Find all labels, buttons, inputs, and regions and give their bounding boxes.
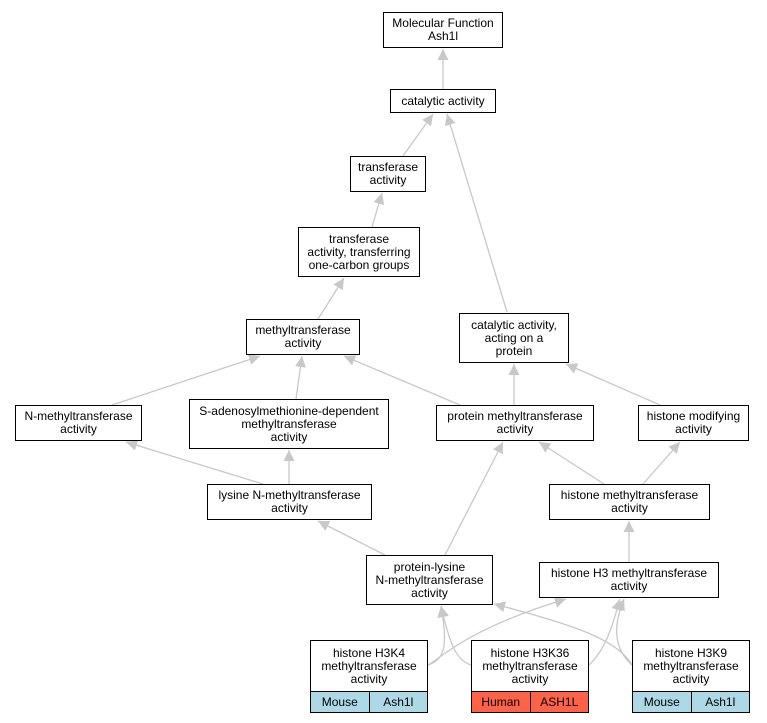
h3k9-to-protein-lysine-arrowhead (494, 601, 507, 613)
term-h3k9-mouse[interactable]: histone H3K9 methyltransferase activity … (632, 640, 750, 713)
histone-methyl-to-protein-methyl-edge (538, 441, 605, 485)
term-label: histone H3K4 methyltransferase activity (321, 645, 417, 686)
gene-tag: Ash1l (368, 692, 427, 712)
gene-tag: Ash1l (690, 692, 749, 712)
node-catalytic-activity[interactable]: catalytic activity (390, 89, 496, 113)
histone-mod-to-cat-protein-edge (565, 363, 661, 406)
node-histone-h3-methyltransferase[interactable]: histone H3 methyltransferase activity (539, 562, 719, 598)
node-protein-lysine-n-methyltransferase[interactable]: protein-lysine N-methyltransferase activ… (366, 555, 493, 605)
term-label: histone H3K36 methyltransferase activity (482, 645, 578, 686)
transferase-to-catalytic-arrowhead (422, 114, 433, 127)
protein-lysine-to-lysine-arrowhead (318, 521, 331, 531)
histone-methyl-to-histone-mod-arrowhead (668, 442, 680, 454)
gene-tag: ASH1L (529, 692, 588, 712)
node-molecular-function-root[interactable]: Molecular Function Ash1l (383, 12, 503, 48)
lysine-to-sam-arrowhead (283, 450, 295, 461)
protein-lysine-to-protein-methyl-arrowhead (493, 442, 503, 455)
node-methyltransferase-activity[interactable]: methyltransferase activity (246, 319, 360, 355)
node-transferase-one-carbon[interactable]: transferase activity, transferring one-c… (298, 227, 420, 277)
term-label: histone H3K9 methyltransferase activity (643, 645, 739, 686)
nmethyl-to-methyltransferase-arrowhead (247, 354, 260, 365)
h3k9-to-protein-lysine-edge (493, 603, 633, 666)
node-transferase-activity[interactable]: transferase activity (350, 156, 426, 192)
catalytic-to-root-arrowhead (437, 49, 449, 60)
node-lysine-n-methyltransferase[interactable]: lysine N-methyltransferase activity (207, 484, 372, 520)
one-carbon-to-transferase-arrowhead (373, 193, 385, 206)
cat-protein-to-catalytic-arrowhead (444, 114, 456, 127)
h3-to-histone-methyl-arrowhead (623, 521, 635, 532)
protein-methyl-to-methyltransferase-edge (343, 355, 461, 406)
nmethyl-to-methyltransferase-edge (111, 355, 261, 406)
histone-mod-to-cat-protein-arrowhead (566, 363, 579, 374)
annotation-tags: Human ASH1L (472, 691, 588, 712)
node-sam-dependent-methyltransferase[interactable]: S-adenosylmethionine-dependent methyltra… (189, 399, 389, 449)
protein-methyl-to-methyltransferase-arrowhead (344, 355, 357, 366)
annotation-tags: Mouse Ash1l (633, 691, 749, 712)
lysine-to-nmethyl-arrowhead (126, 439, 139, 451)
node-catalytic-acting-on-protein[interactable]: catalytic activity, acting on a protein (459, 313, 569, 363)
histone-methyl-to-protein-methyl-arrowhead (539, 442, 552, 453)
methyltransferase-to-one-carbon-arrowhead (333, 278, 344, 291)
node-histone-methyltransferase[interactable]: histone methyltransferase activity (549, 484, 710, 520)
node-n-methyltransferase[interactable]: N-methyltransferase activity (15, 405, 142, 441)
cat-protein-to-catalytic-edge (446, 113, 508, 313)
protein-methyl-to-cat-protein-arrowhead (508, 364, 520, 375)
protein-lysine-to-lysine-edge (317, 520, 386, 556)
node-protein-methyltransferase[interactable]: protein methyltransferase activity (436, 405, 594, 441)
h3k4-to-h3-arrowhead (553, 596, 566, 608)
sam-to-methyltransferase-arrowhead (295, 356, 306, 368)
species-tag: Human (472, 692, 530, 712)
h3k9-to-h3-arrowhead (614, 599, 625, 612)
h3k36-to-protein-lysine-arrowhead (438, 606, 449, 618)
h3k4-to-h3-edge (427, 598, 567, 666)
protein-lysine-to-protein-methyl-edge (444, 441, 504, 556)
species-tag: Mouse (633, 692, 691, 712)
term-h3k4-mouse[interactable]: histone H3K4 methyltransferase activity … (310, 640, 428, 713)
annotation-tags: Mouse Ash1l (311, 691, 427, 712)
node-histone-modifying[interactable]: histone modifying activity (638, 405, 749, 441)
species-tag: Mouse (311, 692, 369, 712)
lysine-to-nmethyl-edge (125, 441, 264, 485)
term-h3k36-human[interactable]: histone H3K36 methyltransferase activity… (471, 640, 589, 713)
